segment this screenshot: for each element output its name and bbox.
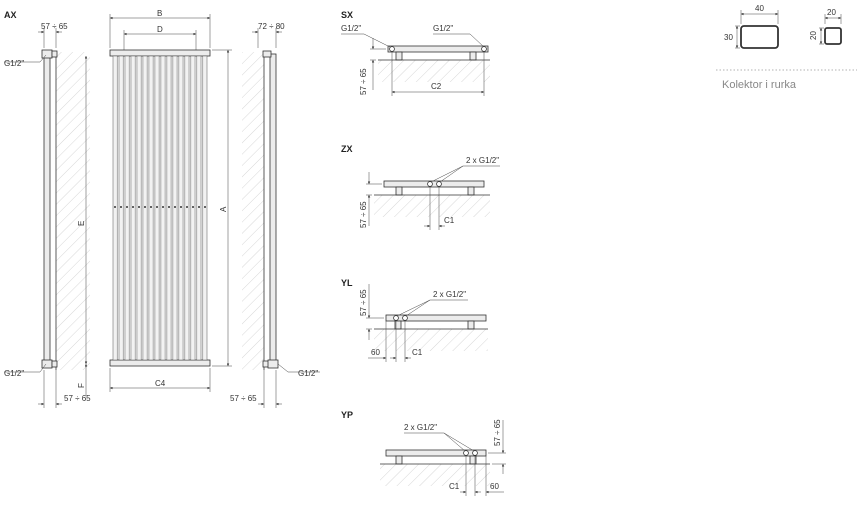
ax-conn-bottom-label: G1/2" bbox=[4, 369, 24, 378]
ax-tube bbox=[202, 55, 208, 361]
zx-wall-hatch bbox=[374, 195, 490, 217]
ax-tube bbox=[160, 55, 166, 361]
yl-view: YL 2 x G1/2" 57 ÷ 65 60 C1 bbox=[341, 278, 488, 362]
profile-collector-width: 40 bbox=[755, 4, 764, 13]
yl-dim-wall: 57 ÷ 65 bbox=[359, 289, 368, 316]
yl-dim-c1: C1 bbox=[412, 348, 423, 357]
sx-dim-c2: C2 bbox=[431, 82, 442, 91]
ax-right-collector bbox=[269, 53, 277, 365]
zx-dim-wall: 57 ÷ 65 bbox=[359, 201, 368, 228]
profile-caption: Kolektor i rurka bbox=[722, 79, 797, 91]
ax-tube bbox=[154, 55, 160, 361]
ax-conn-right-label: G1/2" bbox=[298, 369, 318, 378]
zx-connection-1 bbox=[427, 181, 433, 187]
yl-connection-1 bbox=[393, 315, 399, 321]
yp-connection-1 bbox=[463, 450, 469, 456]
profile-tube-height: 20 bbox=[809, 31, 818, 40]
yl-connection-2 bbox=[402, 315, 408, 321]
sx-collector bbox=[387, 45, 489, 53]
ax-bottom-bracket bbox=[51, 360, 58, 368]
zx-conn-label: 2 x G1/2" bbox=[466, 156, 499, 165]
yp-dim-60: 60 bbox=[490, 482, 499, 491]
yp-view: YP 2 x G1/2" 57 ÷ 65 C1 60 bbox=[341, 410, 506, 496]
ax-tube bbox=[136, 55, 142, 361]
ax-tube-bank bbox=[112, 55, 208, 361]
ax-wall-hatch bbox=[56, 52, 90, 370]
ax-dim-c4: C4 bbox=[155, 379, 166, 388]
ax-front-view: B D A C4 bbox=[109, 9, 232, 392]
ax-top-connection bbox=[41, 49, 53, 59]
ax-tube bbox=[184, 55, 190, 361]
ax-top-collector bbox=[109, 49, 211, 57]
zx-dim-c1: C1 bbox=[444, 216, 455, 225]
ax-tube bbox=[118, 55, 124, 361]
yp-collector bbox=[385, 449, 487, 457]
ax-right-view: 72 ÷ 80 G1/2" 57 ÷ 65 bbox=[230, 22, 320, 408]
yp-conn-label: 2 x G1/2" bbox=[404, 423, 437, 432]
ax-dim-d: D bbox=[157, 25, 163, 34]
yl-collector bbox=[385, 314, 487, 322]
ax-tube bbox=[166, 55, 172, 361]
ax-dim-a: A bbox=[219, 206, 228, 212]
ax-dim-b: B bbox=[157, 9, 162, 18]
yl-dim-60: 60 bbox=[371, 348, 380, 357]
ax-top-bracket bbox=[51, 50, 58, 58]
ax-tube bbox=[190, 55, 196, 361]
ax-right-wall-hatch bbox=[242, 52, 264, 370]
yp-view-code: YP bbox=[341, 410, 353, 420]
zx-connection-2 bbox=[436, 181, 442, 187]
ax-dim-right-bottom: 57 ÷ 65 bbox=[230, 394, 257, 403]
zx-view-code: ZX bbox=[341, 144, 353, 154]
yp-connection-2 bbox=[472, 450, 478, 456]
ax-dim-bottom-offset: 57 ÷ 65 bbox=[64, 394, 91, 403]
ax-view-code: AX bbox=[4, 10, 17, 20]
tube-profile bbox=[824, 27, 842, 45]
ax-tube bbox=[148, 55, 154, 361]
sx-dim-wall: 57 ÷ 65 bbox=[359, 68, 368, 95]
ax-tube bbox=[142, 55, 148, 361]
zx-view: ZX 2 x G1/2" 57 ÷ 65 C1 bbox=[341, 144, 500, 230]
sx-connection-left bbox=[389, 46, 395, 52]
ax-conn-top-label: G1/2" bbox=[4, 59, 24, 68]
sx-conn-left-label: G1/2" bbox=[341, 24, 361, 33]
profile-collector-height: 30 bbox=[724, 33, 733, 42]
ax-tube bbox=[178, 55, 184, 361]
ax-bottom-connection bbox=[41, 359, 53, 369]
collector-profile bbox=[740, 25, 779, 49]
yl-conn-label: 2 x G1/2" bbox=[433, 290, 466, 299]
sx-connection-right bbox=[481, 46, 487, 52]
profile-sections: 40 30 20 20 Kolektor i rurka bbox=[716, 4, 857, 91]
ax-tube bbox=[112, 55, 118, 361]
ax-dim-e: E bbox=[77, 221, 86, 226]
ax-right-connection bbox=[267, 359, 279, 369]
sx-conn-right-label: G1/2" bbox=[433, 24, 453, 33]
zx-collector bbox=[383, 180, 485, 188]
ax-side-view: AX 57 ÷ 65 G1/2" E F G1/2" 57 ÷ 65 bbox=[4, 10, 91, 408]
yl-view-code: YL bbox=[341, 278, 353, 288]
ax-tube bbox=[196, 55, 202, 361]
ax-dim-f: F bbox=[77, 383, 86, 388]
ax-tube bbox=[124, 55, 130, 361]
ax-tube bbox=[130, 55, 136, 361]
ax-dim-depth: 72 ÷ 80 bbox=[258, 22, 285, 31]
ax-tube bbox=[172, 55, 178, 361]
ax-collector-side bbox=[43, 53, 51, 365]
yp-wall-hatch bbox=[380, 464, 490, 486]
ax-bottom-collector bbox=[109, 359, 211, 367]
sx-view: SX G1/2" G1/2" 57 ÷ 65 C2 bbox=[341, 10, 490, 96]
profile-tube-width: 20 bbox=[827, 8, 836, 17]
yp-dim-c1: C1 bbox=[449, 482, 460, 491]
sx-wall-hatch bbox=[378, 60, 490, 82]
yp-dim-wall: 57 ÷ 65 bbox=[493, 419, 502, 446]
ax-dim-top-offset: 57 ÷ 65 bbox=[41, 22, 68, 31]
sx-view-code: SX bbox=[341, 10, 353, 20]
yl-wall-hatch bbox=[374, 329, 488, 351]
